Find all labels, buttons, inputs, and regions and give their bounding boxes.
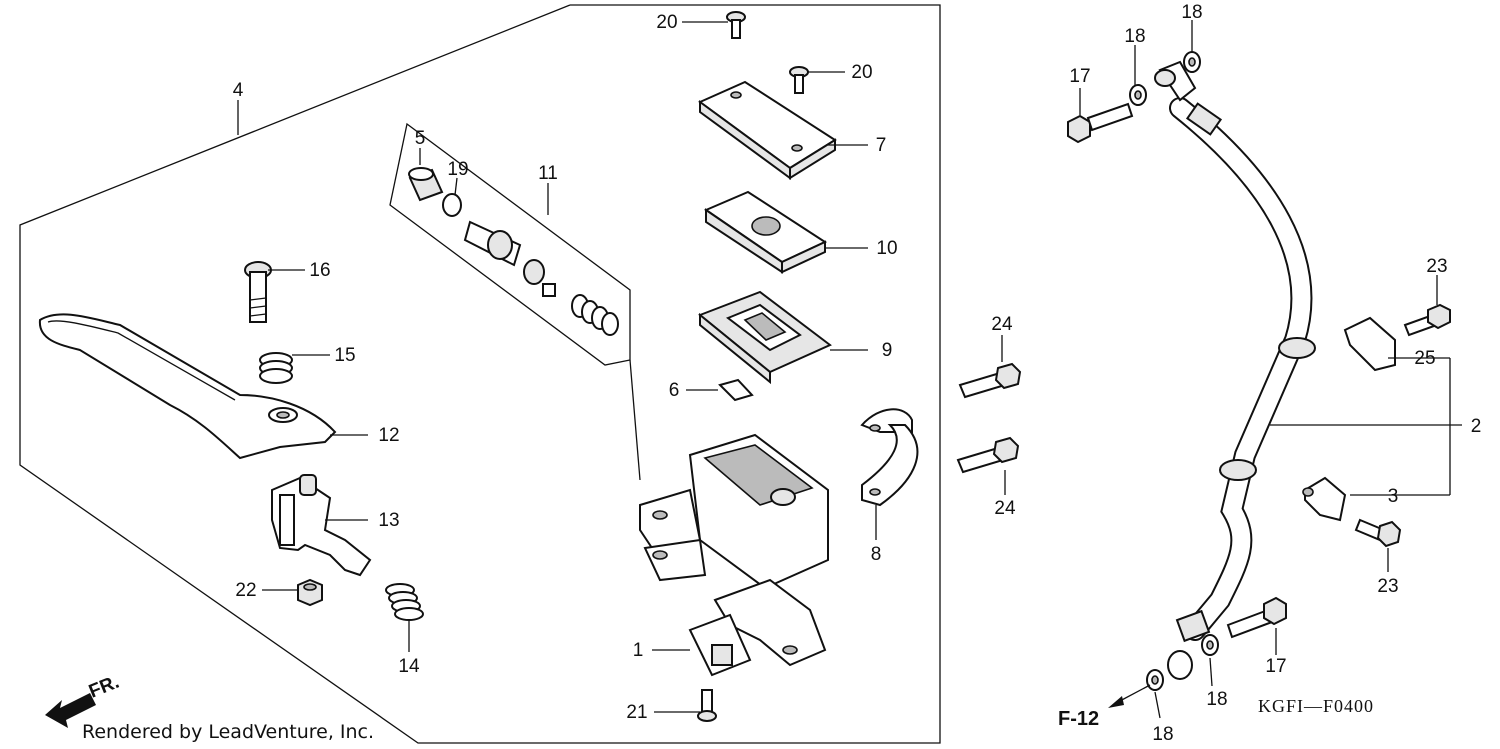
label-17-top: 17 (1069, 66, 1090, 87)
label-24-top: 24 (991, 314, 1013, 335)
label-7: 7 (876, 135, 887, 156)
label-18-a: 18 (1124, 26, 1145, 47)
leader-lines (237, 20, 1462, 719)
label-20-right: 20 (851, 62, 872, 83)
screw-20-top (726, 11, 746, 39)
lever-bracket (271, 474, 372, 577)
diagram-code: KGFI—F0400 (1258, 696, 1374, 716)
label-11: 11 (538, 163, 558, 184)
label-8: 8 (871, 544, 882, 565)
washer-18-a (1129, 84, 1147, 106)
label-5: 5 (415, 128, 426, 149)
piston-spring (571, 294, 619, 336)
label-21: 21 (626, 702, 647, 723)
label-15: 15 (334, 345, 355, 366)
screw-20-right (789, 66, 809, 94)
bolt-23-top (1403, 303, 1451, 337)
assembly-outline (19, 4, 941, 744)
label-20-top: 20 (656, 12, 677, 33)
bolt-24-top (958, 362, 1022, 399)
pivot-bolt (244, 261, 272, 323)
reference-label: F-12 (1058, 708, 1099, 730)
washer-18-d (1146, 669, 1164, 691)
label-18-b: 18 (1181, 2, 1202, 23)
label-10: 10 (876, 238, 897, 259)
brake-switch (688, 613, 752, 677)
brake-lever (38, 313, 337, 460)
screw-21 (697, 689, 717, 722)
label-3: 3 (1388, 486, 1399, 507)
direction-label: FR. (86, 672, 122, 703)
piston-kit-outline (389, 122, 631, 366)
circlip (442, 193, 462, 217)
banjo-bolt-top (1067, 102, 1134, 144)
cup (523, 259, 545, 285)
part-labels: 4 5 19 11 20 20 7 10 9 6 16 15 12 13 22 … (233, 2, 1482, 745)
reservoir-cap (698, 80, 837, 180)
banjo-bolt-bottom (1226, 596, 1287, 639)
hose-clamp-3 (1302, 476, 1347, 522)
bolt-23-bottom (1354, 518, 1402, 548)
label-2: 2 (1471, 416, 1482, 437)
diaphragm-plate (703, 190, 828, 274)
master-cylinder-body (639, 433, 829, 667)
piston (463, 220, 522, 267)
label-9: 9 (882, 340, 893, 361)
arrow-left-icon (45, 693, 96, 728)
clip-6 (718, 378, 754, 402)
label-22: 22 (235, 580, 256, 601)
diaphragm (698, 290, 832, 385)
label-23-bottom: 23 (1377, 576, 1398, 597)
label-14: 14 (398, 656, 420, 677)
holder (860, 408, 919, 507)
label-1: 1 (633, 640, 644, 661)
label-4: 4 (233, 80, 244, 101)
label-6: 6 (669, 380, 680, 401)
brake-hose (1154, 60, 1316, 680)
hose-clamp-25 (1343, 316, 1396, 372)
label-13: 13 (378, 510, 399, 531)
label-19: 19 (447, 159, 468, 180)
spring-seat (542, 283, 556, 297)
label-25: 25 (1414, 348, 1435, 369)
label-23-top: 23 (1426, 256, 1447, 277)
bolt-24-bottom (956, 436, 1020, 474)
label-12: 12 (378, 425, 399, 446)
lever-spring (259, 352, 293, 384)
reference-f12: F-12 (1058, 684, 1151, 730)
switch-spring (385, 583, 424, 621)
nut (297, 578, 323, 607)
label-18-c: 18 (1206, 689, 1227, 710)
label-17-bottom: 17 (1265, 656, 1286, 677)
front-direction-arrow: FR. (45, 672, 122, 728)
boot (408, 167, 444, 202)
label-24-bottom: 24 (994, 498, 1016, 519)
washer-18-b (1183, 51, 1201, 73)
washer-18-c (1201, 634, 1219, 656)
label-18-d: 18 (1152, 724, 1173, 745)
label-16: 16 (309, 260, 330, 281)
credit-text: Rendered by LeadVenture, Inc. (82, 721, 374, 743)
